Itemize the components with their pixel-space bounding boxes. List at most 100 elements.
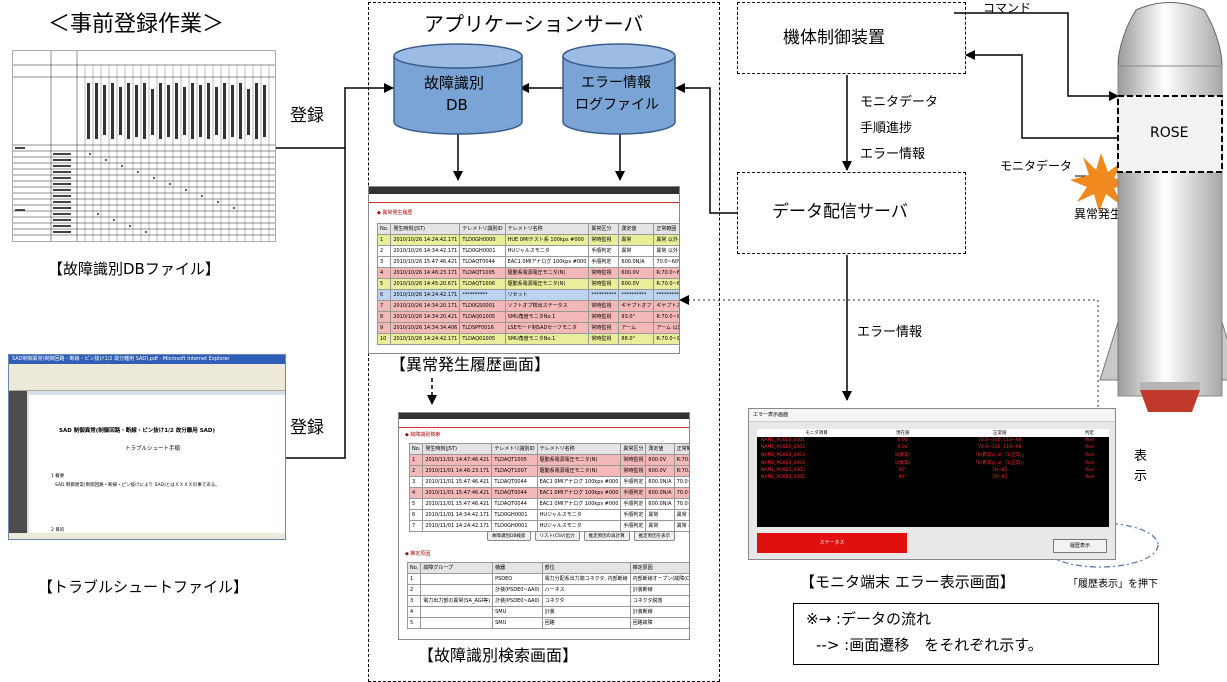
delivery-server-box (737, 172, 966, 254)
table-header-cell: 正常範囲 (673, 443, 689, 455)
db-label-line2: DB (446, 96, 468, 114)
monitor-data-line1: モニタデータ (860, 95, 939, 110)
table-cell: R:70.0~609.0 (673, 454, 689, 466)
history-display-button[interactable]: 履歴表示 (1053, 539, 1107, 553)
table-cell (420, 617, 494, 629)
terminal-caption: 【モニタ端末 エラー表示画面】 (800, 573, 1015, 591)
table-cell: 1 (406, 573, 422, 585)
terminal-cell: 「0(異常)」or「1(正常)」 (973, 461, 1027, 466)
terminal-header-cell: 現在値 (896, 431, 910, 436)
terminal-cell: 0(異常) (895, 453, 911, 458)
status-button-label: ステータス (819, 540, 845, 546)
log-label-line2: ログファイル (575, 97, 659, 113)
doc-subtitle: トラブルシュート手順 (125, 446, 181, 452)
table-cell: TLDAQT1007 (491, 465, 538, 477)
table-cell: HUジャルスモニタ (536, 509, 622, 521)
table-cell: TLDAQT1005 (491, 454, 538, 466)
table-cell: TLDAQT0044 (491, 498, 538, 510)
search-action-button[interactable]: 推定原因を表示 (633, 531, 676, 541)
table-cell: R:70.0~609.0 (653, 267, 679, 279)
monitor-data-label: モニタデータ (1000, 159, 1073, 173)
table-cell: TLDAQT0044 (491, 487, 538, 499)
table-cell: 70.0~609.0 (673, 476, 689, 488)
doc-section2: 2 目的 (51, 528, 65, 533)
terminal-title: エラー表示画面 (753, 412, 789, 418)
terminal-cell: 95° (898, 475, 907, 480)
table-row: 4SMU計装計装断線25~1Ia1 (406, 606, 689, 618)
trouble-file-caption: 【トラブルシュートファイル】 (38, 578, 249, 596)
table-cell (420, 584, 494, 596)
table-header-cell: 測定値 (618, 223, 655, 235)
table-cell: ギヤプトオフ (618, 300, 655, 312)
search-action-button[interactable]: 推定原因の再計算 (583, 531, 630, 541)
table-cell: 手順判定 (620, 509, 647, 521)
legend-box: ※→ :データの流れ --> :画面遷移 をそれぞれ示す。 (793, 603, 1159, 665)
status-button[interactable]: ステータス (757, 533, 907, 553)
register-label-trouble: 登録 (290, 418, 324, 438)
estimate-table: No.故障グループ機器部位推定原因FMEA-IDトラブルシュート手順1PSDEO… (406, 562, 689, 629)
delivery-to-log-arrow (675, 83, 737, 214)
table-cell: ********** (653, 289, 679, 301)
table-cell: 異常 (618, 234, 655, 246)
rose-to-controller-arrow (965, 50, 1118, 139)
table-cell: ********** (588, 289, 620, 301)
table-cell: リセット (504, 289, 590, 301)
table-cell: 3 (406, 595, 422, 607)
search-action-button[interactable]: 故障識別DB検索 (487, 531, 531, 541)
table-cell: 4 (376, 267, 392, 279)
table-cell: SMU角度モニタNo.1 (504, 311, 590, 323)
table-cell: 2010/10/26 14:24:42.171 (390, 289, 461, 301)
ie-toolbar (9, 364, 285, 391)
table-cell: 2010/11/01 14:46:23.171 (422, 465, 493, 477)
table-cell: アーム 以外 (653, 322, 679, 334)
search-button-row: 故障識別DB検索リスト(CSV)出力推定原因の再計算推定原因を表示 (487, 531, 676, 541)
table-cell: 9 (376, 322, 392, 334)
monitor-data-line2: 手順進捗 (860, 121, 913, 136)
table-cell: 3 (408, 476, 424, 488)
table-cell: 2010/10/26 14:34:34.406 (390, 322, 461, 334)
search-caption: 【故障識別検索画面】 (418, 646, 579, 665)
terminal-cell: 70.0~100, 110~98 (978, 445, 1022, 450)
table-header-cell: 異常区分 (588, 223, 620, 235)
table-cell: 600.0V (618, 278, 655, 290)
table-cell: EAC1 0MIアナログ 100kps #000 (536, 498, 622, 510)
search-action-button[interactable]: リスト(CSV)出力 (534, 531, 580, 541)
table-cell: TLDAQT0044 (459, 256, 506, 268)
table-cell: 93.0° (618, 311, 655, 323)
table-cell: アーム (618, 322, 655, 334)
table-cell: EAC1 0MIアナログ 100kps #000 (504, 256, 590, 268)
table-header-cell: テレメトリ名称 (536, 443, 622, 455)
table-cell: 2010/10/26 14:46:23.171 (390, 267, 461, 279)
db-label-line1: 故障識別 (424, 74, 485, 92)
table-cell: 600.0N/A (645, 498, 675, 510)
monitor-data-line3: エラー情報 (860, 147, 926, 162)
table-cell: 600.0N/A (618, 256, 655, 268)
terminal-cell: 「0(異常)」or「1(正常)」 (973, 453, 1027, 458)
table-cell: 600.0V (645, 465, 675, 477)
table-header-cell: 発生時刻(JST) (390, 223, 461, 235)
delivery-server-label: データ配信サーバ (772, 202, 908, 222)
table-cell: 5 (408, 498, 424, 510)
table-header-cell: No. (376, 223, 392, 235)
doc-title: SAD 制御異常(制御回路・断線・ピン抜け1/2 故分離用 SAD) (59, 428, 216, 434)
table-cell: 70.0~609.0 (653, 256, 679, 268)
table-cell: 常時監視 (588, 234, 620, 246)
table-cell: 計装(PSDE0~ΔA0) (492, 584, 543, 596)
table-cell: 計装 (541, 606, 631, 618)
table-cell: コネクタ (541, 595, 631, 607)
terminal-cell: Red (1085, 445, 1094, 450)
table-cell: 2 (408, 465, 424, 477)
table-cell: 1 (408, 454, 424, 466)
terminal-cell: 95° (898, 468, 907, 473)
table-cell: TLDAQT1006 (459, 278, 506, 290)
table-cell: 異常 (618, 245, 655, 257)
table-cell: 常時監視 (588, 267, 620, 279)
